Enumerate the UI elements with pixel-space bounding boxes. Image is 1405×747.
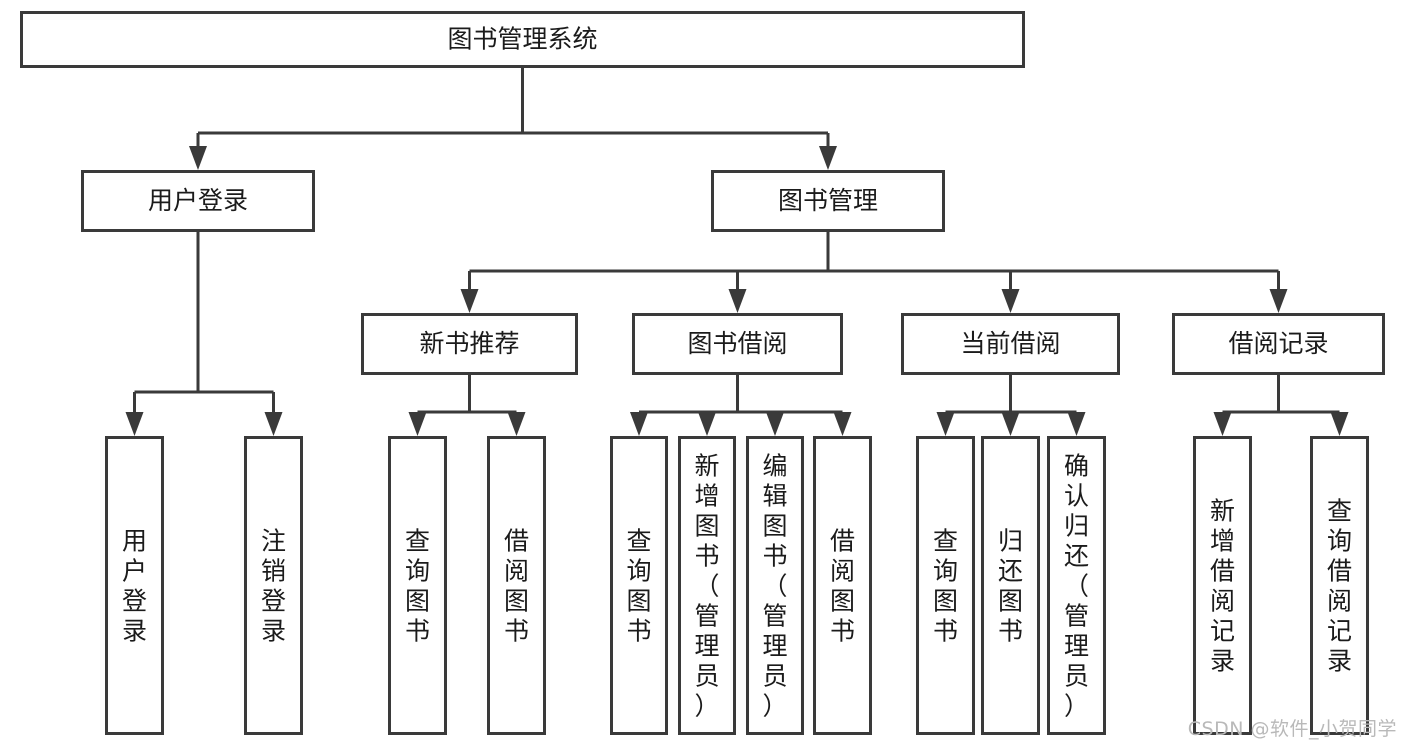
node-leaf-borrow-book[interactable]: 借阅图书 <box>813 436 872 735</box>
node-user-login-label: 用户登录 <box>148 186 248 215</box>
node-book-borrow-label: 图书借阅 <box>687 329 787 358</box>
arrow-head-icon <box>189 146 207 170</box>
arrow-head-icon <box>1067 412 1086 436</box>
node-leaf-borrow-book-label: 借阅图书 <box>830 527 855 646</box>
node-leaf-query-borrow-record[interactable]: 查询借阅记录 <box>1310 436 1369 735</box>
node-leaf-add-book-admin[interactable]: 新增图书（管理员） <box>678 436 736 735</box>
arrow-head-icon <box>936 412 955 436</box>
arrow-head-icon <box>408 412 427 436</box>
arrow-head-icon <box>1001 289 1020 313</box>
node-leaf-query-book-rec-label: 查询图书 <box>405 527 430 646</box>
watermark-text: CSDN @软件_小贺同学 <box>1187 718 1397 740</box>
node-leaf-user-login-box <box>105 436 164 735</box>
node-leaf-add-borrow-record-box <box>1193 436 1252 735</box>
connector-layer <box>125 68 1349 436</box>
node-leaf-add-book-admin-label: 新增图书（管理员） <box>694 452 719 721</box>
node-book-manage[interactable]: 图书管理 <box>711 170 945 232</box>
node-book-manage-label: 图书管理 <box>778 186 878 215</box>
node-leaf-query-borrow-record-label: 查询借阅记录 <box>1327 497 1352 676</box>
arrow-head-icon <box>630 412 648 436</box>
node-leaf-edit-book-admin-box <box>746 436 804 735</box>
arrow-head-icon <box>728 289 747 313</box>
node-leaf-query-book-rec[interactable]: 查询图书 <box>388 436 447 735</box>
arrow-head-icon <box>833 412 852 436</box>
arrow-head-icon <box>1001 412 1020 436</box>
node-leaf-borrow-book-box <box>813 436 872 735</box>
node-book-borrow-box <box>632 313 843 375</box>
node-current-borrow[interactable]: 当前借阅 <box>901 313 1120 375</box>
node-leaf-add-book-admin-box <box>678 436 736 735</box>
node-leaf-user-login-label: 用户登录 <box>122 527 147 646</box>
arrow-head-icon <box>1213 412 1232 436</box>
node-root[interactable]: 图书管理系统 <box>20 11 1025 68</box>
node-leaf-confirm-return-admin[interactable]: 确认归还（管理员） <box>1047 436 1106 735</box>
arrow-head-icon <box>698 412 716 436</box>
node-leaf-add-borrow-record-label: 新增借阅记录 <box>1210 497 1235 676</box>
node-leaf-confirm-return-admin-box <box>1047 436 1106 735</box>
node-leaf-query-book-current[interactable]: 查询图书 <box>916 436 975 735</box>
node-leaf-borrow-book-rec-label: 借阅图书 <box>504 527 529 646</box>
arrow-head-icon <box>460 289 479 313</box>
node-leaf-logout-label: 注销登录 <box>261 527 286 646</box>
node-leaf-edit-book-admin-label: 编辑图书（管理员） <box>762 452 787 721</box>
arrow-head-icon <box>125 412 144 436</box>
node-borrow-record-box <box>1172 313 1385 375</box>
node-user-login[interactable]: 用户登录 <box>81 170 315 232</box>
node-book-borrow[interactable]: 图书借阅 <box>632 313 843 375</box>
arrow-head-icon <box>507 412 526 436</box>
arrow-head-icon <box>1330 412 1349 436</box>
node-leaf-return-book[interactable]: 归还图书 <box>981 436 1040 735</box>
node-leaf-borrow-book-rec-box <box>487 436 546 735</box>
node-root-label: 图书管理系统 <box>447 25 597 54</box>
node-borrow-record[interactable]: 借阅记录 <box>1172 313 1385 375</box>
node-leaf-borrow-book-rec[interactable]: 借阅图书 <box>487 436 546 735</box>
arrow-head-icon <box>1269 289 1288 313</box>
arrow-head-icon <box>264 412 283 436</box>
node-current-borrow-label: 当前借阅 <box>960 329 1060 358</box>
node-new-book-recommend[interactable]: 新书推荐 <box>361 313 578 375</box>
node-leaf-logout[interactable]: 注销登录 <box>244 436 303 735</box>
node-leaf-query-borrow-record-box <box>1310 436 1369 735</box>
node-root-box <box>20 11 1025 68</box>
node-leaf-add-borrow-record[interactable]: 新增借阅记录 <box>1193 436 1252 735</box>
arrow-head-icon <box>766 412 784 436</box>
node-leaf-edit-book-admin[interactable]: 编辑图书（管理员） <box>746 436 804 735</box>
node-leaf-return-book-box <box>981 436 1040 735</box>
node-leaf-return-book-label: 归还图书 <box>998 527 1023 646</box>
node-leaf-query-book-borrow-label: 查询图书 <box>626 527 651 646</box>
node-leaf-query-book-borrow[interactable]: 查询图书 <box>610 436 668 735</box>
node-leaf-user-login[interactable]: 用户登录 <box>105 436 164 735</box>
node-leaf-query-book-rec-box <box>388 436 447 735</box>
node-leaf-query-book-borrow-box <box>610 436 668 735</box>
node-leaf-logout-box <box>244 436 303 735</box>
node-new-book-recommend-label: 新书推荐 <box>419 329 519 358</box>
node-new-book-recommend-box <box>361 313 578 375</box>
node-layer: 图书管理系统用户登录图书管理新书推荐图书借阅当前借阅借阅记录用户登录注销登录查询… <box>20 11 1385 735</box>
node-borrow-record-label: 借阅记录 <box>1228 329 1328 358</box>
node-book-manage-box <box>711 170 945 232</box>
node-current-borrow-box <box>901 313 1120 375</box>
node-leaf-confirm-return-admin-label: 确认归还（管理员） <box>1064 452 1089 721</box>
arrow-head-icon <box>819 146 837 170</box>
node-leaf-query-book-current-box <box>916 436 975 735</box>
node-user-login-box <box>81 170 315 232</box>
node-leaf-query-book-current-label: 查询图书 <box>933 527 958 646</box>
